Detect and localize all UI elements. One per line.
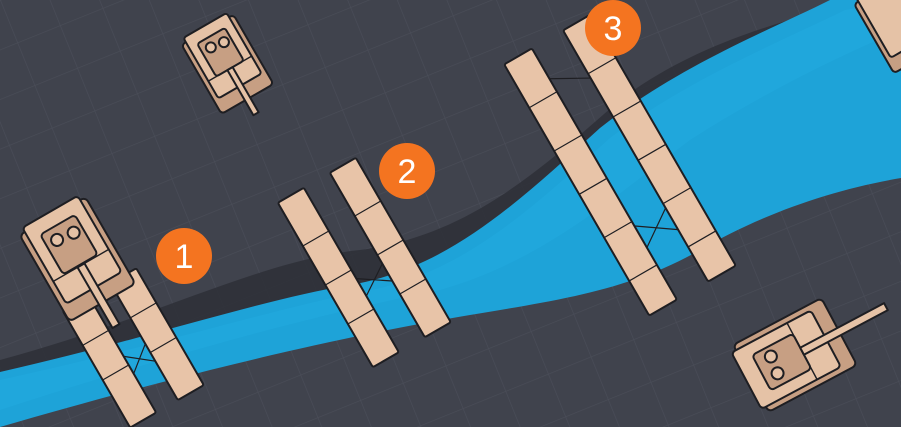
step-marker-2: 2: [379, 143, 435, 199]
step-marker-2-label: 2: [398, 153, 417, 191]
step-marker-3: 3: [585, 0, 641, 56]
step-marker-3-label: 3: [604, 10, 623, 48]
step-marker-1-label: 1: [175, 238, 194, 276]
tank-icon: [854, 0, 901, 73]
pontoon-bridge-3: [503, 14, 737, 316]
pontoon-bridge-2: [277, 157, 452, 368]
pontoon-bridge-1: [62, 267, 205, 427]
tank-icon: [20, 196, 135, 330]
river-light-band: [0, 0, 901, 410]
tank-icon: [731, 298, 889, 412]
step-marker-1: 1: [156, 228, 212, 284]
tank-icon: [181, 12, 274, 117]
